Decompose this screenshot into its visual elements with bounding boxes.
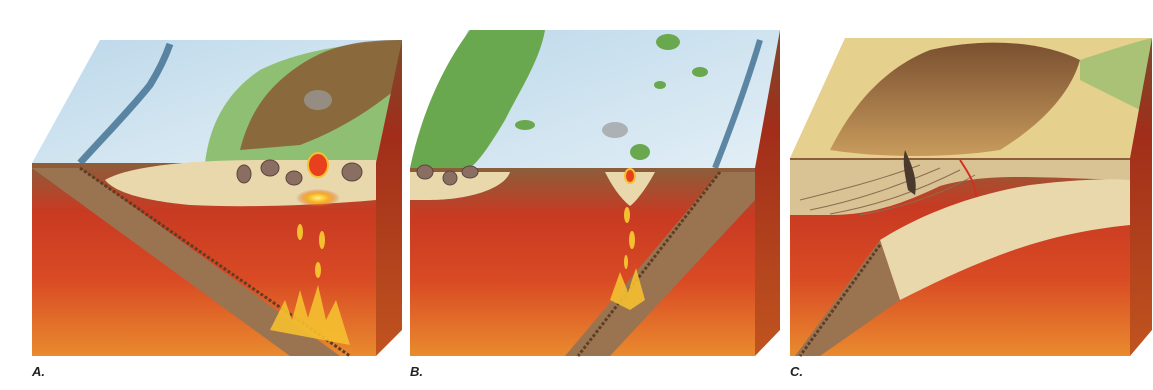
panel-a-block [32,40,402,356]
panel-a-volcano-plume [304,90,332,110]
panel-b-block [410,30,780,356]
panel-label-c: C. [790,364,803,379]
panel-label-a: A. [31,364,45,379]
panel-label-b: B. [410,364,423,379]
panel-b-volcano-plume [602,122,628,138]
panel-c-block [790,38,1152,356]
